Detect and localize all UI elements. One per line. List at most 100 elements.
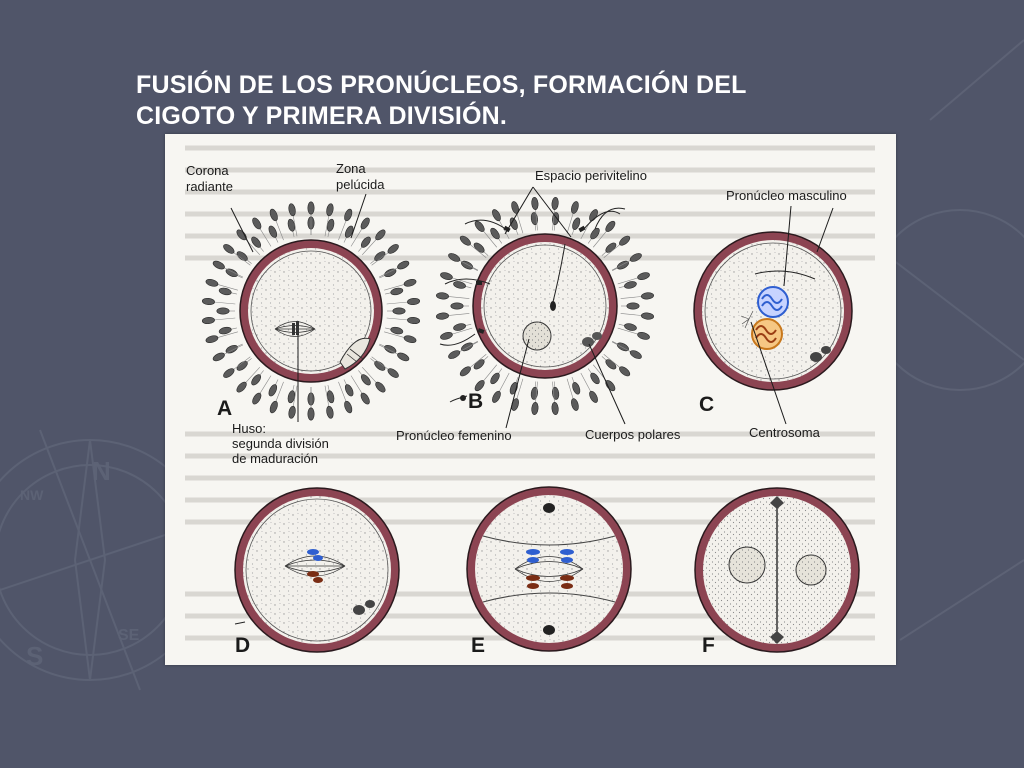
corona-cell xyxy=(252,392,262,405)
corona-cell xyxy=(629,350,642,359)
corona-cell xyxy=(641,312,654,320)
corona-cell xyxy=(436,312,449,320)
corona-cell xyxy=(453,323,466,331)
corona-cell xyxy=(218,287,232,296)
corona-cell xyxy=(236,229,247,241)
corona-cell xyxy=(616,342,629,352)
panel-letter-e: E xyxy=(471,634,485,657)
corona-cell xyxy=(251,236,262,248)
corona-cell xyxy=(490,372,500,385)
corona-cell xyxy=(225,268,238,278)
corona-cell xyxy=(326,405,334,419)
corona-cell xyxy=(307,407,315,421)
centrosome-rays xyxy=(740,310,754,329)
label-pronucleo-masculino: Pronúcleo masculino xyxy=(726,188,847,203)
corona-cell xyxy=(590,372,600,385)
corona-cell xyxy=(375,381,386,393)
corona-radiata-cells xyxy=(201,201,421,421)
slide-title: FUSIÓN DE LOS PRONÚCLEOS, FORMACIÓN DEL … xyxy=(136,70,896,132)
label-zona-2: pelúcida xyxy=(336,177,385,192)
corona-cell xyxy=(287,218,296,232)
label-huso-2: segunda división xyxy=(232,436,329,451)
label-corona-2: radiante xyxy=(186,179,233,194)
corona-cell xyxy=(360,374,371,386)
corona-cell xyxy=(571,201,579,214)
title-line-2: CIGOTO Y PRIMERA DIVISIÓN. xyxy=(136,102,508,130)
corona-cell xyxy=(268,384,278,397)
corona-cell xyxy=(436,292,449,300)
chromosomes-orange xyxy=(307,571,323,583)
corona-cell xyxy=(450,302,464,310)
corona-cell xyxy=(397,260,410,270)
corona-cell xyxy=(551,197,559,210)
corona-cell xyxy=(384,344,397,354)
panel-letter-a: A xyxy=(217,397,232,420)
corona-cell xyxy=(223,368,235,378)
corona-cell xyxy=(619,366,631,377)
corona-cell xyxy=(397,352,410,362)
panel-letter-d: D xyxy=(235,634,250,657)
stage-e-zygote xyxy=(466,486,632,652)
corona-cell xyxy=(344,400,353,414)
fertilization-diagram: Corona radiante Zona pelúcida Espacio pe… xyxy=(185,145,875,657)
corona-cell xyxy=(474,380,485,392)
corona-cell xyxy=(218,326,232,335)
corona-cell xyxy=(629,253,642,262)
corona-cell xyxy=(459,235,471,246)
corona-cell xyxy=(201,316,215,325)
corona-cell xyxy=(551,402,559,415)
corona-cell xyxy=(288,203,296,217)
corona-cell xyxy=(307,201,315,215)
corona-cell xyxy=(225,344,238,354)
corona-cell xyxy=(269,400,278,414)
corona-cell xyxy=(212,352,225,362)
corona-cell xyxy=(605,220,616,232)
corona-cell xyxy=(360,236,371,248)
stage-d-zygote xyxy=(234,487,400,653)
polar-body xyxy=(339,337,371,370)
label-espacio-perivitelino: Espacio perivitelino xyxy=(535,168,647,183)
corona-cell xyxy=(605,380,616,392)
fertilization-figure: Corona radiante Zona pelúcida Espacio pe… xyxy=(165,134,896,665)
corona-cell xyxy=(223,244,235,254)
corona-cell xyxy=(531,197,539,210)
label-centrosoma: Centrosoma xyxy=(749,425,821,440)
corona-cell xyxy=(572,382,581,395)
corona-cell xyxy=(374,251,386,262)
corona-cell xyxy=(288,405,296,419)
corona-cell xyxy=(326,218,335,232)
corona-cell xyxy=(641,292,654,300)
corona-cell xyxy=(453,281,466,289)
corona-cell xyxy=(589,390,598,403)
corona-cell xyxy=(201,297,215,306)
label-cuerpos-polares: Cuerpos polares xyxy=(585,427,681,442)
corona-cell xyxy=(212,260,225,270)
corona-cell xyxy=(440,332,453,340)
corona-cell xyxy=(390,287,404,296)
svg-text:N: N xyxy=(92,456,111,486)
anaphase-spindle xyxy=(514,556,584,582)
sperm-tails xyxy=(439,207,626,403)
corona-cell xyxy=(216,307,230,315)
corona-cell xyxy=(251,374,262,386)
corona-cell xyxy=(492,209,501,222)
label-huso-3: de maduración xyxy=(232,451,318,466)
corona-cell xyxy=(626,302,640,310)
corona-cell xyxy=(205,335,219,344)
stage-c-oocyte xyxy=(693,231,853,391)
corona-cell xyxy=(571,398,579,411)
stage-a-oocyte xyxy=(201,201,421,421)
corona-cell xyxy=(572,217,581,230)
corona-cell xyxy=(624,281,637,289)
corona-cell xyxy=(375,229,386,241)
label-huso-1: Huso: xyxy=(232,421,266,436)
corona-cell xyxy=(392,307,406,315)
svg-text:S: S xyxy=(26,641,43,671)
corona-cell xyxy=(236,360,248,371)
corona-cell xyxy=(344,225,354,238)
corona-cell xyxy=(637,272,650,280)
corona-radiata-cells xyxy=(436,197,654,415)
corona-cell xyxy=(448,253,461,262)
corona-cell xyxy=(590,227,600,240)
corona-cell xyxy=(403,278,417,287)
